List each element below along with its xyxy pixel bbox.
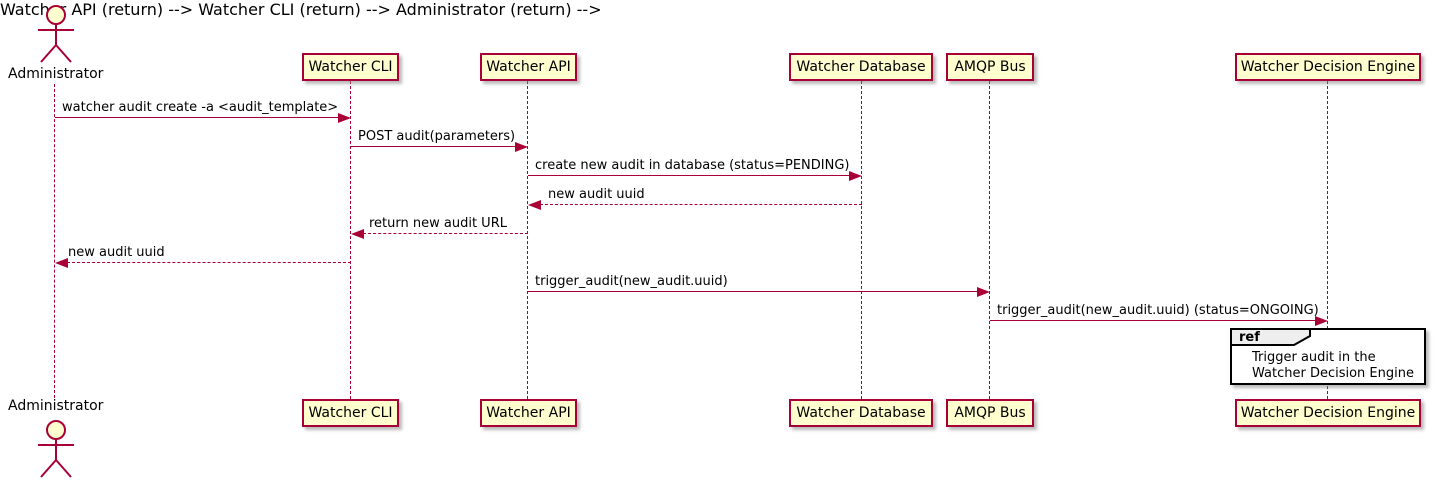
message-1-arrowhead-icon [338,113,351,123]
message-5-arrowhead-icon [351,229,364,239]
ref-text-line-1: Trigger audit in the [1252,350,1376,365]
message-1-label: watcher audit create -a <audit_template> [62,100,339,115]
participant-watcher-cli-top: Watcher CLI [302,53,399,81]
lifeline-watcher-api [527,81,528,399]
ref-keyword: ref [1239,330,1260,345]
participant-amqp-bus-bottom: AMQP Bus [946,399,1034,427]
administrator-label-top: Administrator [8,66,104,82]
administrator-label-bottom: Administrator [8,398,104,414]
message-3-label: create new audit in database (status=PEN… [535,158,850,173]
lifeline-watcher-cli [350,81,351,399]
ref-fragment: ref Trigger audit in the Watcher Decisio… [1230,328,1426,385]
message-5-label: return new audit URL [369,216,507,231]
message-8-label: trigger_audit(new_audit.uuid) (status=ON… [997,303,1319,318]
ref-header-pentagon-icon [1230,328,1311,346]
message-6-label: new audit uuid [68,245,165,260]
lifeline-watcher-database [861,81,862,399]
participant-watcher-api-bottom: Watcher API [480,399,577,427]
participant-watcher-database-bottom: Watcher Database [789,399,933,427]
message-5-line [363,233,528,234]
message-8-arrowhead-icon [1315,316,1328,326]
message-1-line [55,117,339,118]
lifeline-amqp-bus [989,81,990,399]
message-6-arrowhead-icon [55,258,68,268]
message-4-arrowhead-icon [528,200,541,210]
message-7-arrowhead-icon [977,287,990,297]
message-7-label: trigger_audit(new_audit.uuid) [535,274,728,289]
lifeline-watcher-decision-engine [1327,81,1328,399]
message-3-line [528,175,850,176]
message-4-label: new audit uuid [548,187,645,202]
message-4-line [540,204,862,205]
participant-watcher-api-top: Watcher API [480,53,577,81]
message-2-line [351,146,516,147]
message-8-line [990,320,1316,321]
message-2-arrowhead-icon [515,142,528,152]
message-2-label: POST audit(parameters) [358,129,516,144]
participant-watcher-decision-engine-bottom: Watcher Decision Engine [1235,399,1421,427]
message-7-line [528,291,978,292]
message-3-arrowhead-icon [849,171,862,181]
message-6-line [67,262,351,263]
participant-watcher-decision-engine-top: Watcher Decision Engine [1235,53,1421,81]
ref-text-line-2: Watcher Decision Engine [1252,366,1414,381]
participant-watcher-database-top: Watcher Database [789,53,933,81]
administrator-actor-icon [38,5,74,63]
participant-amqp-bus-top: AMQP Bus [946,53,1034,81]
administrator-actor-icon-bottom [38,420,74,478]
participant-watcher-cli-bottom: Watcher CLI [302,399,399,427]
lifeline-administrator [54,84,55,398]
